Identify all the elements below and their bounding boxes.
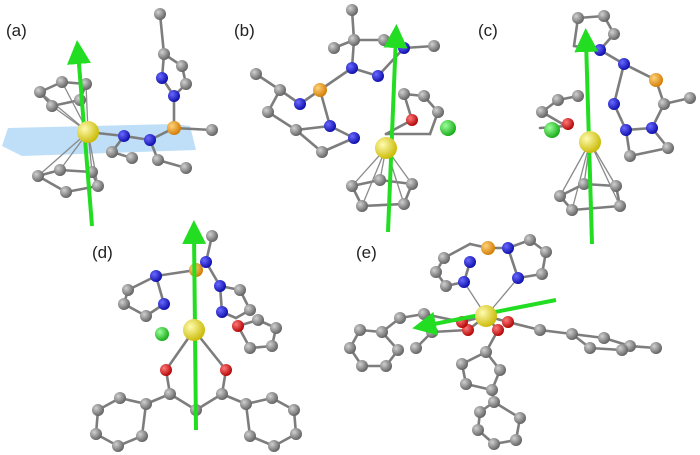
panel-b-label: (b): [234, 21, 255, 40]
mean-plane: [2, 124, 196, 156]
panel-a-label: (a): [6, 21, 27, 40]
scorpionate-ligand-b: [250, 4, 456, 158]
cp-ring-c: [554, 141, 626, 216]
scorpionate-ligand-e: [430, 234, 552, 317]
metal-atom: [77, 121, 99, 143]
dibenzoylmethanate-ligands-e: [344, 308, 662, 450]
cp-ring-top: [34, 76, 92, 133]
panel-d: (d): [90, 220, 302, 452]
panel-e-label: (e): [356, 243, 377, 262]
panel-c: (c): [478, 10, 696, 245]
panel-b: (b): [234, 4, 456, 233]
metal-atom: [183, 319, 205, 341]
metal-atom: [475, 305, 497, 327]
scorpionate-ligand-c: [536, 10, 696, 162]
metal-atom: [375, 137, 397, 159]
magnetic-axis-arrow: [383, 24, 408, 233]
panel-d-label: (d): [92, 243, 113, 262]
scorpionate-ligand-a: [86, 8, 218, 174]
panel-e: (e): [344, 234, 662, 450]
metal-atom: [579, 131, 601, 153]
panel-a: (a): [2, 8, 218, 227]
panel-c-label: (c): [478, 21, 498, 40]
